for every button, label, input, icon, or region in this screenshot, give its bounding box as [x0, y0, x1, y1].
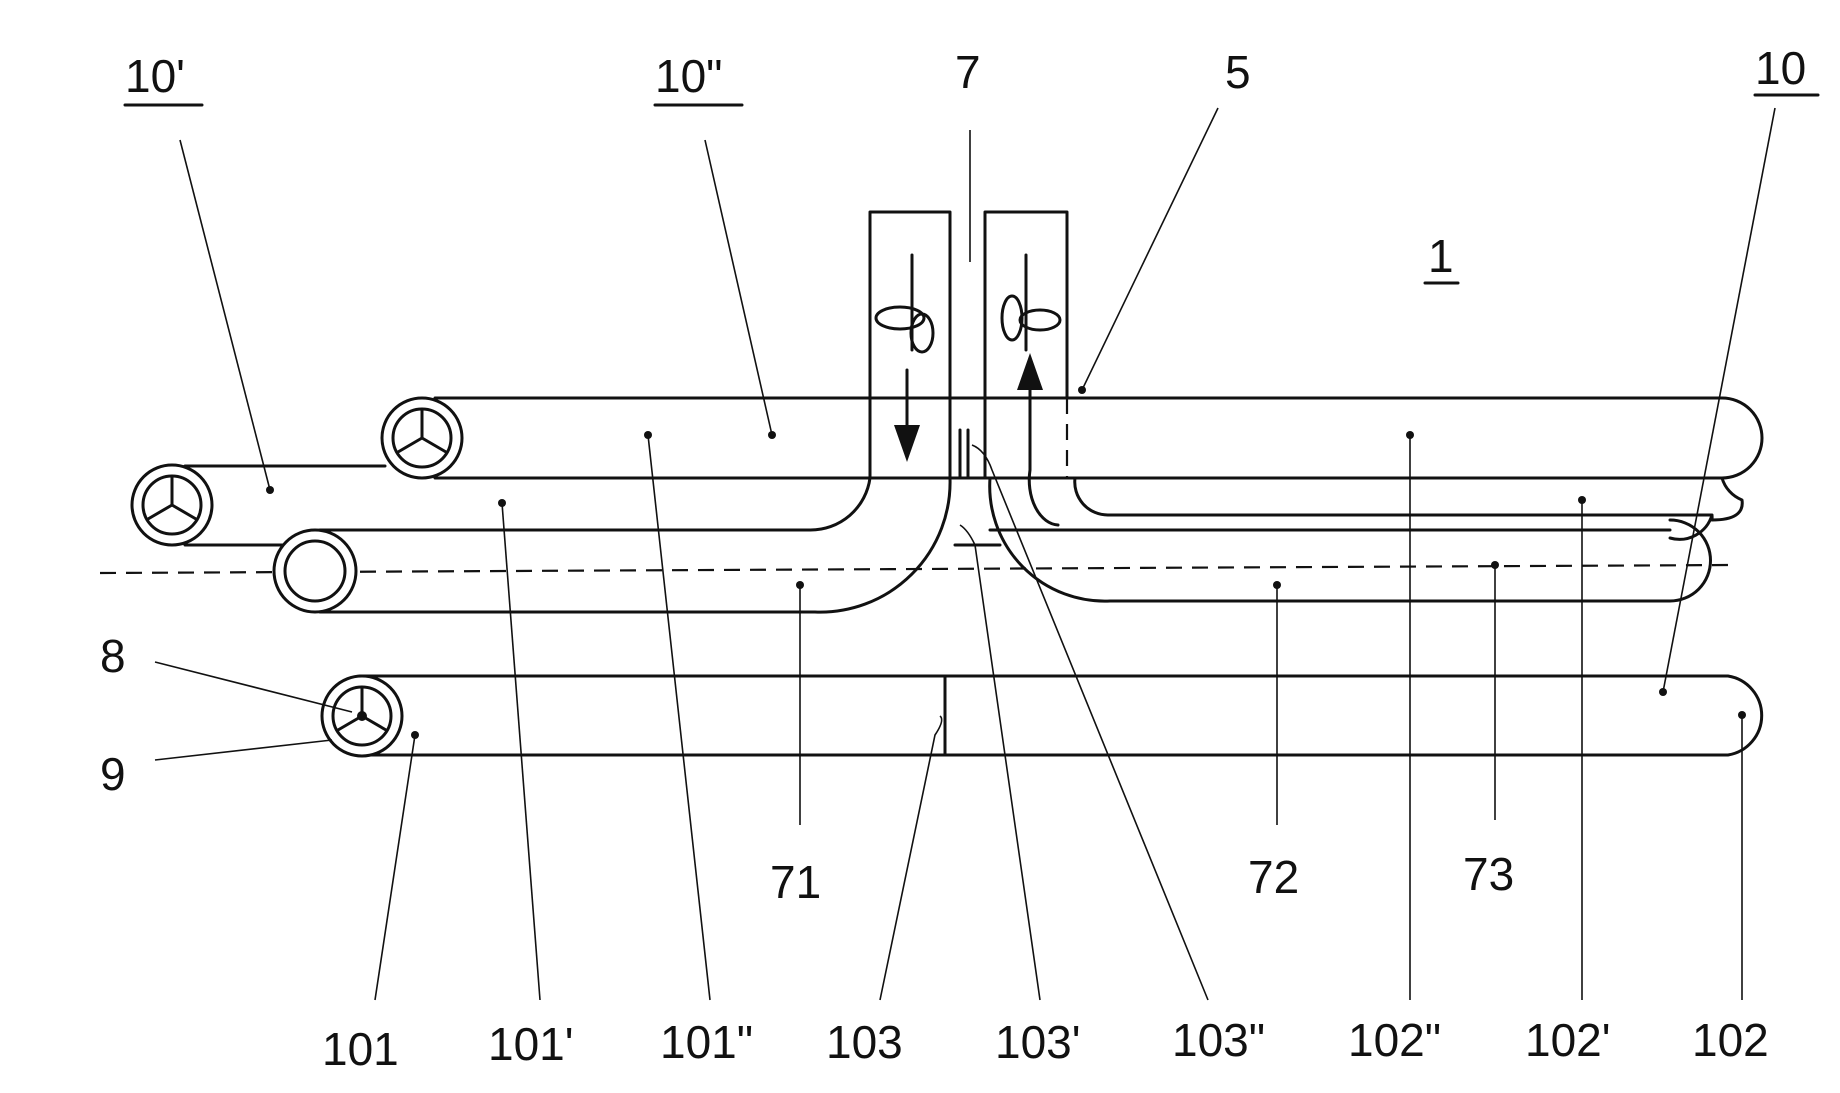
propeller-icon	[876, 255, 933, 352]
label-branch-left: 71	[770, 856, 821, 908]
label-seg-103pp: 103"	[1172, 1014, 1265, 1066]
label-branch-right: 72	[1248, 851, 1299, 903]
tube-bottom	[360, 676, 1762, 755]
arrow-icon	[894, 370, 920, 462]
label-unit-double: 10"	[655, 50, 723, 102]
leader-lines	[155, 108, 1775, 1000]
label-seg-102: 102	[1692, 1014, 1769, 1066]
label-seg-101pp: 101"	[660, 1016, 753, 1068]
label-ref-system: 1	[1428, 230, 1454, 282]
label-seg-101p: 101'	[488, 1018, 574, 1070]
arrow-icon	[1017, 353, 1058, 525]
fan-wheel-bottom	[322, 676, 402, 756]
propeller-icon	[1002, 255, 1060, 350]
label-duct-housing: 7	[955, 46, 981, 98]
fan-wheel-top	[382, 398, 462, 478]
fan-wheel-second	[132, 465, 212, 545]
label-seg-102pp: 102"	[1348, 1014, 1441, 1066]
tube-top	[435, 398, 1762, 478]
label-seg-102p: 102'	[1525, 1014, 1611, 1066]
label-seg-101: 101	[322, 1023, 399, 1075]
tube-third	[320, 478, 1711, 601]
label-housing-wall: 5	[1225, 46, 1251, 98]
label-fan: 8	[100, 630, 126, 682]
fan-wheel-third	[274, 530, 356, 612]
tube-third-lower	[320, 478, 950, 612]
label-fan-motor: 9	[100, 748, 126, 800]
label-branch-center: 73	[1463, 848, 1514, 900]
label-unit-main: 10	[1755, 42, 1806, 94]
label-seg-103p: 103'	[995, 1016, 1081, 1068]
label-unit-prime: 10'	[125, 50, 185, 102]
leader-dots	[266, 386, 1746, 739]
label-seg-103: 103	[826, 1016, 903, 1068]
